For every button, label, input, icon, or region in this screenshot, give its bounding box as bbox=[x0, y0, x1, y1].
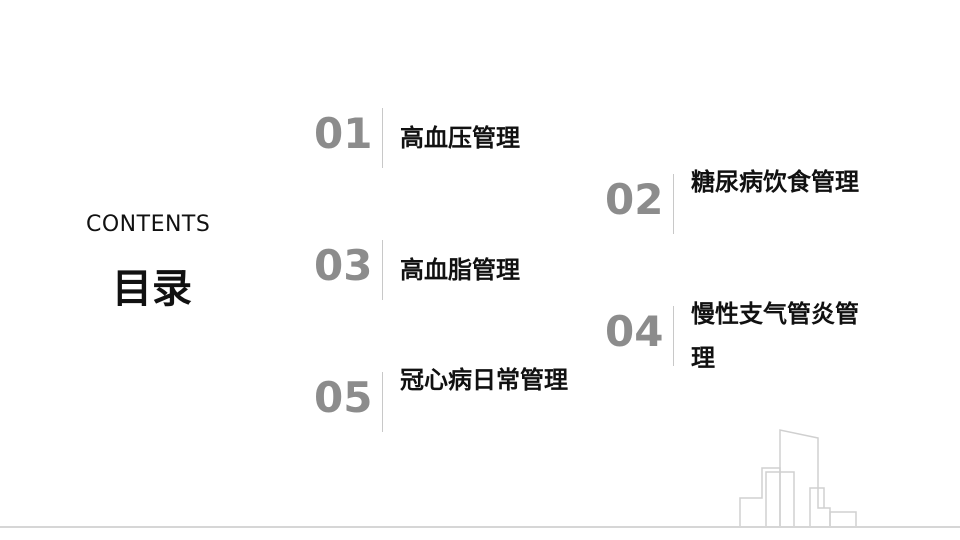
toc-label: 慢性支气管炎管理 bbox=[691, 300, 859, 372]
bottom-rule bbox=[0, 526, 960, 528]
toc-divider bbox=[382, 108, 383, 168]
contents-title-cn: 目录 bbox=[112, 266, 192, 312]
toc-divider bbox=[673, 174, 674, 234]
toc-number: 04 bbox=[605, 307, 664, 356]
toc-label: 糖尿病饮食管理 bbox=[691, 168, 859, 196]
toc-number: 05 bbox=[314, 373, 373, 422]
toc-number: 01 bbox=[314, 109, 373, 158]
toc-number: 03 bbox=[314, 241, 373, 290]
contents-label-en: CONTENTS bbox=[86, 212, 211, 237]
toc-divider bbox=[382, 240, 383, 300]
toc-number: 02 bbox=[605, 175, 664, 224]
toc-divider bbox=[382, 372, 383, 432]
city-skyline-icon bbox=[739, 429, 857, 526]
toc-label: 高血压管理 bbox=[400, 124, 520, 152]
toc-divider bbox=[673, 306, 674, 366]
toc-label: 冠心病日常管理 bbox=[400, 366, 568, 394]
toc-label: 高血脂管理 bbox=[400, 256, 520, 284]
